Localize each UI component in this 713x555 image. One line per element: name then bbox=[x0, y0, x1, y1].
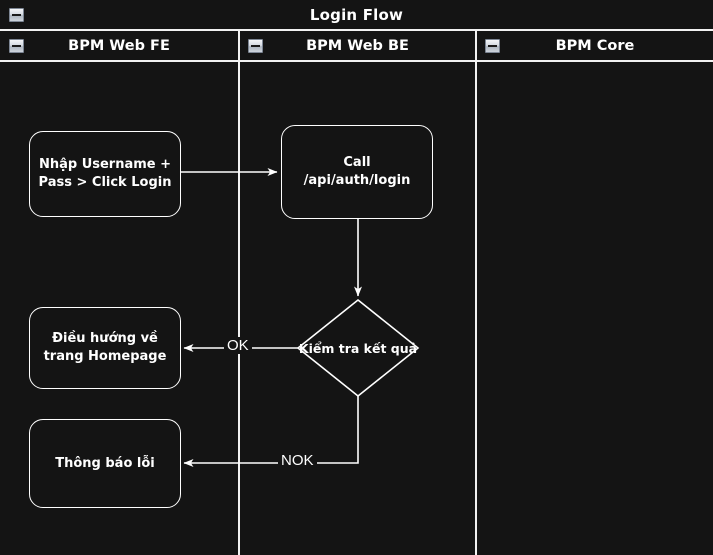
lane-divider-2 bbox=[475, 31, 477, 555]
lane-collapse-minus-icon-core[interactable] bbox=[485, 39, 500, 53]
lane-header-be: BPM Web BE bbox=[240, 31, 475, 62]
pool-title-bar: Login Flow bbox=[0, 0, 713, 31]
task-label: Thông báo lỗi bbox=[55, 455, 155, 471]
task-label: Call /api/auth/login bbox=[303, 155, 411, 188]
pool-title: Login Flow bbox=[309, 5, 404, 24]
lane-header-fe: BPM Web FE bbox=[0, 31, 238, 62]
task-node-call-api-login[interactable]: Call /api/auth/login bbox=[281, 125, 433, 219]
lane-label-fe: BPM Web FE bbox=[68, 37, 170, 54]
pool-collapse-minus-icon[interactable] bbox=[9, 8, 24, 22]
edge-label-nok: NOK bbox=[278, 452, 317, 469]
decision-node-kiem-tra-ket-qua[interactable]: Kiểm tra kết quả bbox=[288, 330, 428, 366]
edge-label-ok: OK bbox=[224, 337, 252, 354]
task-label: Điều hướng về trang Homepage bbox=[43, 331, 167, 364]
decision-label: Kiểm tra kết quả bbox=[298, 340, 418, 356]
task-node-thong-bao-loi[interactable]: Thông báo lỗi bbox=[29, 419, 181, 508]
lane-label-core: BPM Core bbox=[555, 37, 635, 54]
lane-header-core: BPM Core bbox=[477, 31, 713, 62]
lane-divider-1 bbox=[238, 31, 240, 555]
task-node-nhap-username[interactable]: Nhập Username + Pass > Click Login bbox=[29, 131, 181, 217]
lane-collapse-minus-icon-be[interactable] bbox=[248, 39, 263, 53]
task-node-dieu-huong-homepage[interactable]: Điều hướng về trang Homepage bbox=[29, 307, 181, 389]
lane-body-core bbox=[477, 62, 713, 555]
lane-collapse-minus-icon-fe[interactable] bbox=[9, 39, 24, 53]
lane-label-be: BPM Web BE bbox=[306, 37, 409, 54]
task-label: Nhập Username + Pass > Click Login bbox=[38, 157, 172, 190]
